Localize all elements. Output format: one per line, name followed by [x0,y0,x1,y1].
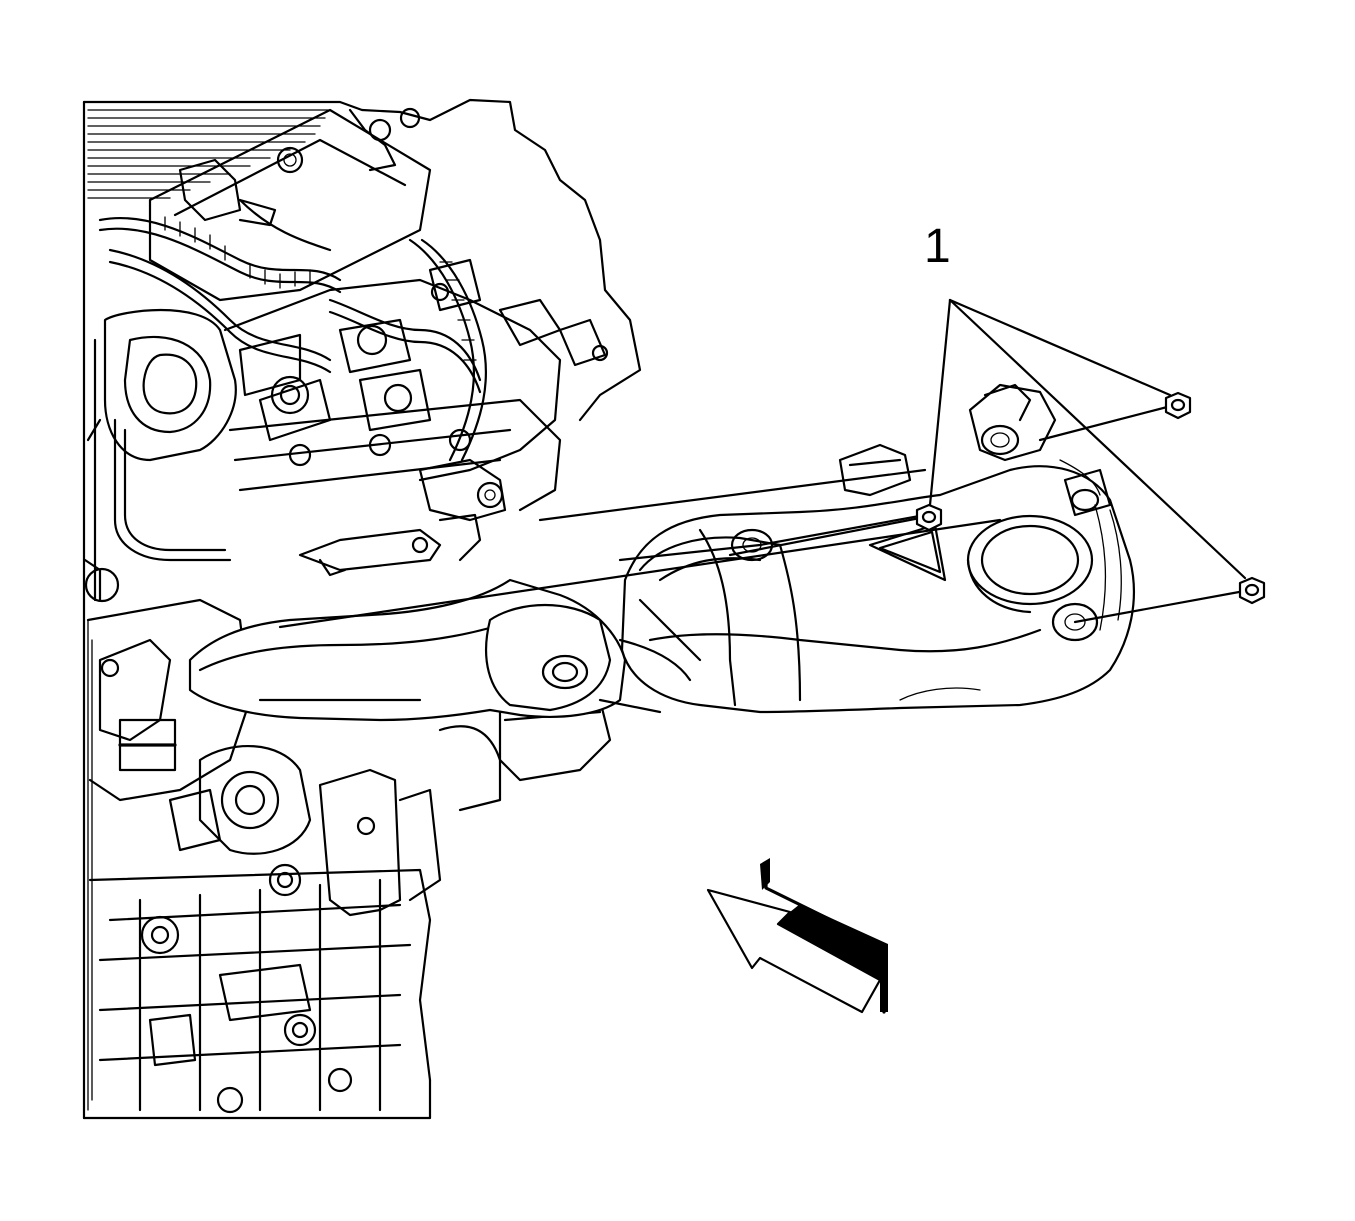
callout-1: 1 [924,220,1247,580]
wiring-harness [98,198,488,462]
nut-lower-right [1238,576,1266,605]
exhaust-manifold [188,383,1136,722]
exhaust-manifold-nuts [915,391,1266,605]
stud-guide-lines [278,403,1252,714]
valve-cover-ribs [87,109,331,199]
nut-center [915,503,943,532]
arrow-icon [706,858,888,1014]
engine-assembly [82,98,642,1120]
callout-label: 1 [924,220,951,273]
nut-upper-right [1164,391,1192,420]
